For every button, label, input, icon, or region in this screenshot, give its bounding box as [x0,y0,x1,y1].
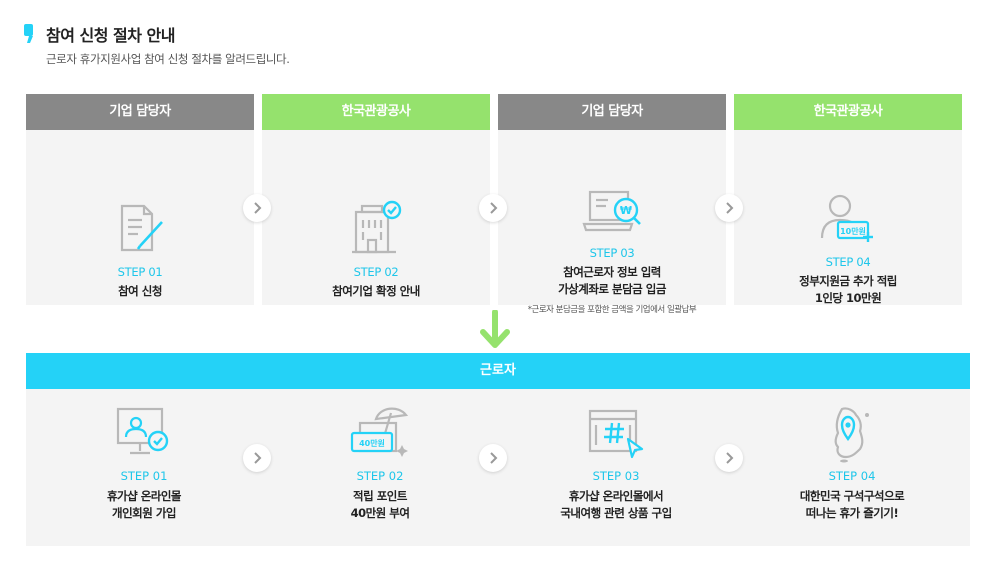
points-badge-text: 40만원 [359,438,385,448]
step-description: 참여 신청 [26,283,254,300]
arrow-down-icon [480,310,510,348]
stage-owner-label: 한국관광공사 [734,94,962,130]
chevron-right-icon [254,452,262,464]
step-number: STEP 03 [592,469,640,483]
worker-section-title: 근로자 [26,353,970,389]
worker-step-purchase: STEP 03 휴가샵 온라인몰에서 국내여행 관련 상품 구입 [498,389,734,546]
chevron-right-icon [490,452,498,464]
next-step-arrow [479,444,507,472]
step-line: 참여근로자 정보 입력 [563,265,661,279]
stage-owner-label: 기업 담당자 [498,94,726,130]
next-step-arrow [715,194,743,222]
next-step-arrow [243,444,271,472]
step-number: STEP 04 [828,469,876,483]
stage-company-apply: 기업 담당자 STEP 01 참여 신청 [26,94,254,305]
step-number: STEP 04 [825,255,871,269]
quote-mark-icon [24,24,33,43]
step-line: 참여 신청 [118,284,162,298]
stage-company-deposit: 기업 담당자 ₩ STEP 03 참여근로자 정보 입력 가상계좌로 분담금 입… [498,94,726,315]
step-number: STEP 02 [353,265,399,279]
step-number: STEP 02 [356,469,404,483]
step-line: 개인회원 가입 [112,506,176,520]
document-pen-icon [120,204,163,252]
step-number: STEP 03 [589,246,635,260]
step-line: 참여기업 확정 안내 [332,284,420,298]
stage-card: STEP 01 참여 신청 [26,130,254,305]
stage-card: 10만원 STEP 04 정부지원금 추가 적립 1인당 10만원 [734,130,962,305]
step-line: 1인당 10만원 [814,291,882,305]
stage-owner-label: 한국관광공사 [262,94,490,130]
step-line: 정부지원금 추가 적립 [799,274,897,288]
card-umbrella-icon: 40만원 [350,407,409,457]
stage-kto-confirm: 한국관광공사 STEP 02 참여기업 확정 안내 [262,94,490,305]
step-description: 적립 포인트 40만원 부여 [262,488,498,522]
next-step-arrow [715,444,743,472]
chevron-right-icon [726,202,734,214]
browser-hashtag-icon [588,409,644,459]
step-line: 적립 포인트 [353,489,407,503]
chevron-right-icon [254,202,262,214]
svg-text:₩: ₩ [620,204,632,217]
worker-step-points: 40만원 STEP 02 적립 포인트 40만원 부여 [262,389,498,546]
step-description: 참여근로자 정보 입력 가상계좌로 분담금 입금 [498,264,726,298]
worker-step-signup: STEP 01 휴가샵 온라인몰 개인회원 가입 [26,389,262,546]
step-line: 휴가샵 온라인몰 [106,489,182,503]
step-note: *근로자 분담금을 포함한 금액을 기업에서 일괄납부 [527,305,697,315]
chevron-right-icon [726,452,734,464]
step-description: 대한민국 구석구석으로 떠나는 휴가 즐기기! [734,488,970,522]
step-description: 휴가샵 온라인몰에서 국내여행 관련 상품 구입 [498,488,734,522]
step-number: STEP 01 [117,265,163,279]
building-check-icon [352,200,402,254]
korea-map-pin-icon [834,407,869,463]
laptop-won-icon: ₩ [582,190,641,232]
stage-kto-subsidy: 한국관광공사 10만원 STEP 04 정부지원금 추가 적립 1인당 10만원 [734,94,962,305]
worker-steps-panel: STEP 01 휴가샵 온라인몰 개인회원 가입 40만원 STEP 02 적립… [26,389,970,546]
page-title: 참여 신청 절차 안내 [46,26,175,45]
step-description: 정부지원금 추가 적립 1인당 10만원 [734,273,962,307]
next-step-arrow [243,194,271,222]
chevron-right-icon [490,202,498,214]
stage-card: ₩ STEP 03 참여근로자 정보 입력 가상계좌로 분담금 입금 *근로자 … [498,130,726,315]
step-line: 떠나는 휴가 즐기기! [805,506,899,520]
next-step-arrow [479,194,507,222]
step-line: 40만원 부여 [350,506,410,520]
step-number: STEP 01 [120,469,168,483]
stage-owner-label: 기업 담당자 [26,94,254,130]
step-description: 휴가샵 온라인몰 개인회원 가입 [26,488,262,522]
step-description: 참여기업 확정 안내 [262,283,490,300]
subsidy-badge-text: 10만원 [840,226,866,236]
step-line: 가상계좌로 분담금 입금 [558,282,666,296]
worker-step-travel: STEP 04 대한민국 구석구석으로 떠나는 휴가 즐기기! [734,389,970,546]
step-line: 대한민국 구석구석으로 [799,489,905,503]
step-line: 휴가샵 온라인몰에서 [568,489,664,503]
page-subtitle: 근로자 휴가지원사업 참여 신청 절차를 알려드립니다. [46,52,290,66]
stage-card: STEP 02 참여기업 확정 안내 [262,130,490,305]
step-line: 국내여행 관련 상품 구입 [560,506,672,520]
monitor-user-check-icon [116,407,169,455]
person-badge-icon: 10만원 [820,194,873,242]
